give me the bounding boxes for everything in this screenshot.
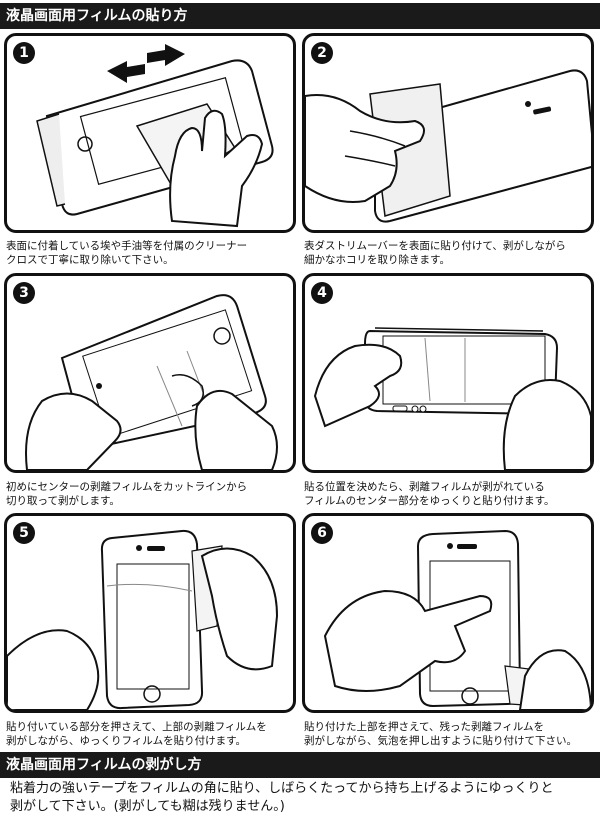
step-5-caption-line-1: 貼り付いている部分を押さえて、上部の剥離フィルムを [6,721,267,733]
step-1-caption: 表面に付着している埃や手油等を付属のクリーナー クロスで丁寧に取り除いて下さい。 [6,239,302,267]
step-6-number: 6 [311,522,333,544]
step-6-illustration [323,529,591,710]
step-2-caption: 表ダストリムーバーを表面に貼り付けて、剥がしながら 細かなホコリを取り除きます。 [304,239,600,267]
step-5-illustration [7,529,279,710]
step-3-number: 3 [13,282,35,304]
step-3-caption: 初めにセンターの剥離フィルムをカットラインから 切り取って剥がします。 [6,480,302,508]
removal-line-1: 粘着力の強いテープをフィルムの角に貼り、しばらくたってから持ち上げるようにゆっく… [10,781,554,796]
step-6-caption-line-2: 剥がしながら、気泡を押し出すように貼り付けて下さい。 [304,735,577,747]
step-5-number: 5 [13,522,35,544]
step-6-panel: 6 [302,513,594,713]
step-4-caption-line-2: フィルムのセンター部分をゆっくりと貼り付けます。 [304,495,555,507]
remove-section-title: 液晶画面用フィルムの剥がし方 [6,757,202,773]
step-2-caption-line-2: 細かなホコリを取り除きます。 [304,254,450,266]
step-5-caption-line-2: 剥がしながら、ゆっくりフィルムを貼り付けます。 [6,735,247,747]
step-2-panel: 2 [302,33,594,233]
removal-line-2: 剥がして下さい。(剥がしても糊は残りません。) [10,799,285,814]
step-4-number: 4 [311,282,333,304]
step-1-caption-line-1: 表面に付着している埃や手油等を付属のクリーナー [6,240,248,252]
step-3-caption-line-1: 初めにセンターの剥離フィルムをカットラインから [6,481,248,493]
step-4-panel: 4 [302,273,594,473]
apply-section-title: 液晶画面用フィルムの貼り方 [6,8,188,24]
step-1-illustration [36,44,274,228]
step-6-caption: 貼り付けた上部を押さえて、残った剥離フィルムを 剥がしながら、気泡を押し出すよう… [304,720,600,748]
step-5-panel: 5 [4,513,296,713]
apply-section-header: 液晶画面用フィルムの貼り方 [0,3,600,29]
step-1-panel: 1 [4,33,296,233]
step-1-caption-line-2: クロスで丁寧に取り除いて下さい。 [6,254,174,266]
step-2-caption-line-1: 表ダストリムーバーを表面に貼り付けて、剥がしながら [304,240,566,252]
remove-section-header: 液晶画面用フィルムの剥がし方 [0,752,600,778]
step-4-caption-line-1: 貼る位置を決めたら、剥離フィルムが剥がれている [304,481,545,493]
step-4-illustration [313,327,591,470]
step-2-illustration [305,69,591,223]
step-4-caption: 貼る位置を決めたら、剥離フィルムが剥がれている フィルムのセンター部分をゆっくり… [304,480,600,508]
step-2-number: 2 [311,42,333,64]
step-5-caption: 貼り付いている部分を押さえて、上部の剥離フィルムを 剥がしながら、ゆっくりフィル… [6,720,302,748]
step-3-panel: 3 [4,273,296,473]
step-3-illustration [25,294,278,470]
removal-instructions: 粘着力の強いテープをフィルムの角に貼り、しばらくたってから持ち上げるようにゆっく… [10,780,595,816]
step-3-caption-line-2: 切り取って剥がします。 [6,495,120,507]
step-6-caption-line-1: 貼り付けた上部を押さえて、残った剥離フィルムを [304,721,545,733]
step-1-number: 1 [13,42,35,64]
